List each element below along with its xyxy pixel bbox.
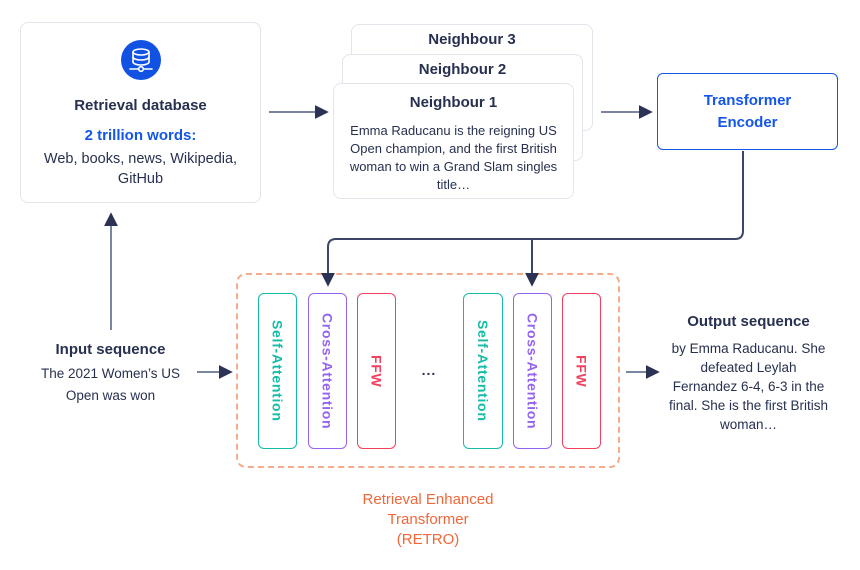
neighbour-1-card: Neighbour 1 Emma Raducanu is the reignin… — [333, 83, 574, 199]
self-attention-label: Self-Attention — [269, 320, 286, 422]
retro-caption-line: Transformer — [387, 511, 469, 528]
neighbour-1-body-line: title… — [436, 177, 471, 192]
input-sequence-line: Open was won — [65, 388, 156, 403]
transformer-encoder-label-line: Encoder — [717, 113, 778, 131]
neighbour-3-title: Neighbour 3 — [428, 31, 516, 48]
neighbour-1-body-line: woman to win a Grand Slam singles — [349, 159, 558, 174]
repeat-layers-ellipsis: ... — [421, 362, 437, 378]
input-sequence-line: The 2021 Women’s US — [40, 366, 181, 381]
database-icon — [120, 40, 161, 80]
output-sequence-line: Fernandez 6-4, 6-3 in the — [672, 379, 825, 394]
transformer-encoder-box: Transformer Encoder — [657, 73, 838, 150]
retrieval-database-source-line: Web, books, news, Wikipedia, — [43, 151, 238, 167]
output-sequence-line: final. She is the first British — [668, 398, 829, 413]
ffw-block-2: FFW — [562, 293, 601, 449]
self-attention-label: Self-Attention — [475, 320, 491, 422]
ffw-label: FFW — [368, 354, 385, 388]
ffw-label: FFW — [573, 354, 590, 388]
retrieval-database-title: Retrieval database — [74, 97, 207, 114]
output-sequence-line: woman… — [719, 417, 778, 432]
output-sequence-block: Output sequence by Emma Raducanu. She de… — [650, 312, 847, 434]
retro-caption-line: (RETRO) — [396, 531, 460, 548]
self-attention-block-1: Self-Attention — [258, 293, 297, 449]
retrieval-database-highlight: 2 trillion words: — [84, 127, 197, 144]
retro-caption: Retrieval Enhanced Transformer (RETRO) — [326, 490, 530, 550]
cross-attention-block-1: Cross-Attention — [308, 293, 347, 449]
cross-attention-label: Cross-Attention — [524, 312, 541, 430]
output-sequence-line: by Emma Raducanu. She — [671, 341, 826, 356]
neighbour-1-title: Neighbour 1 — [409, 94, 498, 111]
output-sequence-title: Output sequence — [687, 313, 810, 330]
retrieval-database-card: Retrieval database 2 trillion words: Web… — [20, 22, 261, 203]
retro-dashed-container — [236, 273, 620, 468]
input-sequence-block: Input sequence The 2021 Women’s US Open … — [18, 340, 203, 407]
cross-attention-block-2: Cross-Attention — [513, 293, 552, 449]
retro-caption-line: Retrieval Enhanced — [362, 491, 494, 508]
neighbour-1-body-line: Open champion, and the first British — [350, 141, 557, 156]
self-attention-block-2: Self-Attention — [463, 293, 503, 449]
retrieval-database-source-line: GitHub — [117, 171, 164, 187]
input-sequence-title: Input sequence — [55, 341, 166, 358]
cross-attention-label: Cross-Attention — [319, 312, 336, 430]
neighbour-2-title: Neighbour 2 — [418, 61, 507, 78]
output-sequence-line: defeated Leylah — [700, 360, 797, 375]
ffw-block-1: FFW — [357, 293, 396, 449]
transformer-encoder-label-line: Transformer — [703, 91, 792, 109]
neighbour-1-body-line: Emma Raducanu is the reigning US — [350, 123, 557, 138]
